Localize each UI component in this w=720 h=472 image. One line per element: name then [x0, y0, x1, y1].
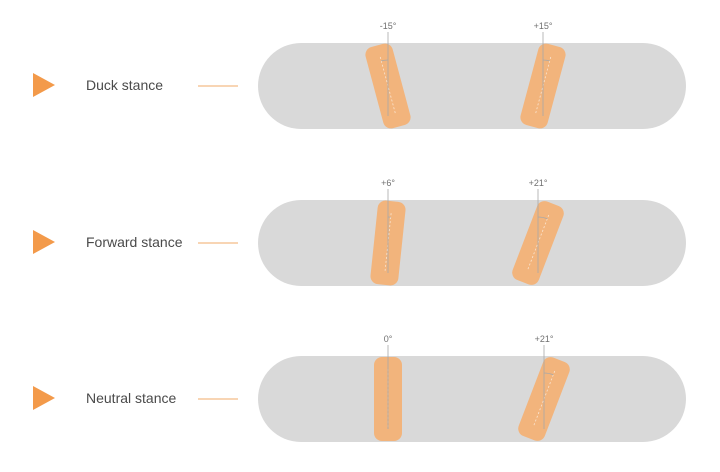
triangle-right-icon	[33, 230, 55, 254]
angle-label: +21°	[529, 178, 548, 188]
triangle-right-icon	[33, 73, 55, 97]
stance-row-duck: Duck stance -15° +15°	[33, 21, 686, 129]
angle-arc	[381, 59, 389, 62]
stance-row-neutral: Neutral stance 0° +21°	[33, 334, 686, 442]
binding-front: +6°	[370, 178, 406, 286]
stance-label: Neutral stance	[86, 390, 176, 406]
angle-arc	[537, 216, 548, 220]
binding-rear: +15°	[520, 21, 566, 129]
snowboard-board	[258, 356, 686, 442]
binding-rear: +21°	[518, 334, 570, 441]
binding-front: -15°	[365, 21, 411, 129]
angle-label: +15°	[534, 21, 553, 31]
stance-label: Duck stance	[86, 77, 163, 93]
angle-label: 0°	[384, 334, 393, 344]
stance-label: Forward stance	[86, 234, 183, 250]
snowboard-board	[258, 43, 686, 129]
binding-rear: +21°	[512, 178, 564, 285]
snowboard-board	[258, 200, 686, 286]
angle-label: +6°	[381, 178, 395, 188]
angle-arc	[542, 59, 550, 62]
binding-front: 0°	[374, 334, 402, 441]
triangle-right-icon	[33, 386, 55, 410]
stance-row-forward: Forward stance +6° +21°	[33, 178, 686, 286]
angle-arc	[543, 372, 554, 376]
angle-label: +21°	[535, 334, 554, 344]
angle-label: -15°	[380, 21, 397, 31]
